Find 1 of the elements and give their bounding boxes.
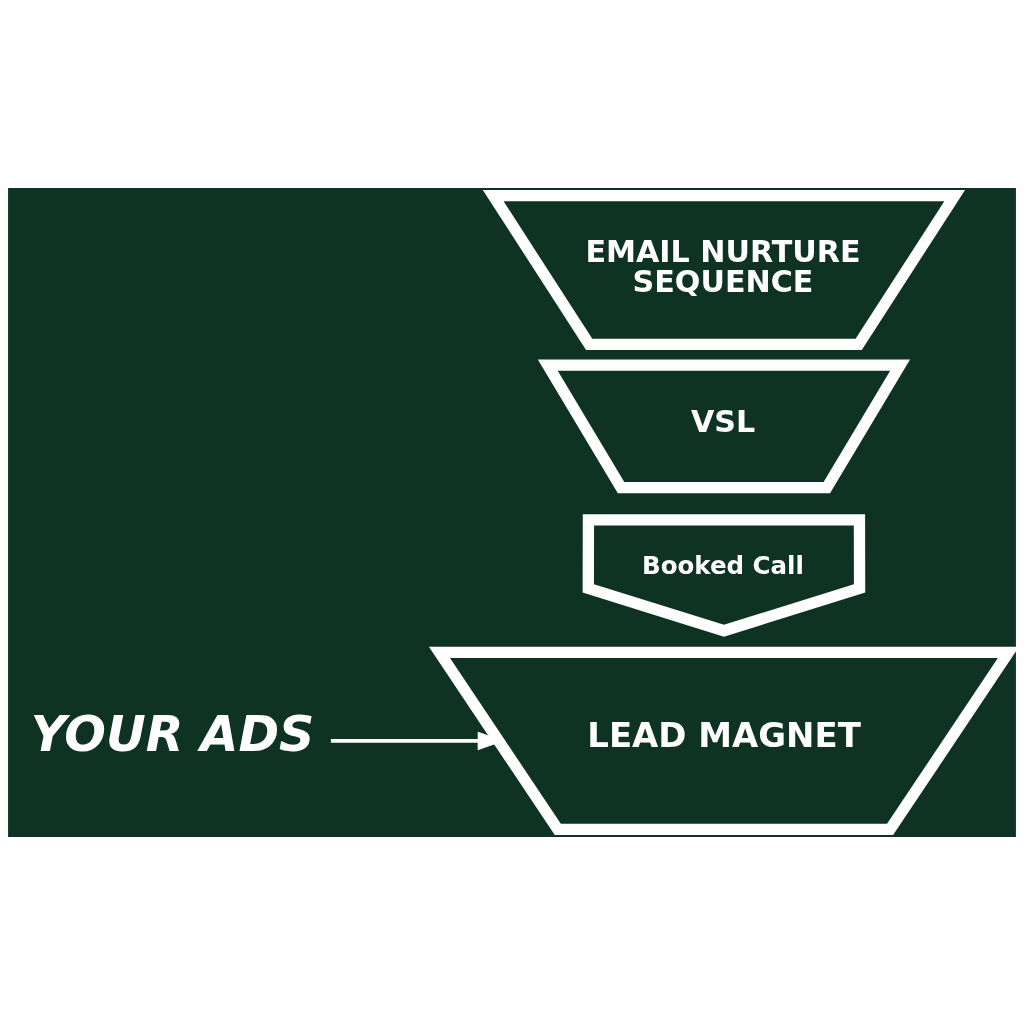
node-text: YOUR ADS: [30, 705, 315, 763]
